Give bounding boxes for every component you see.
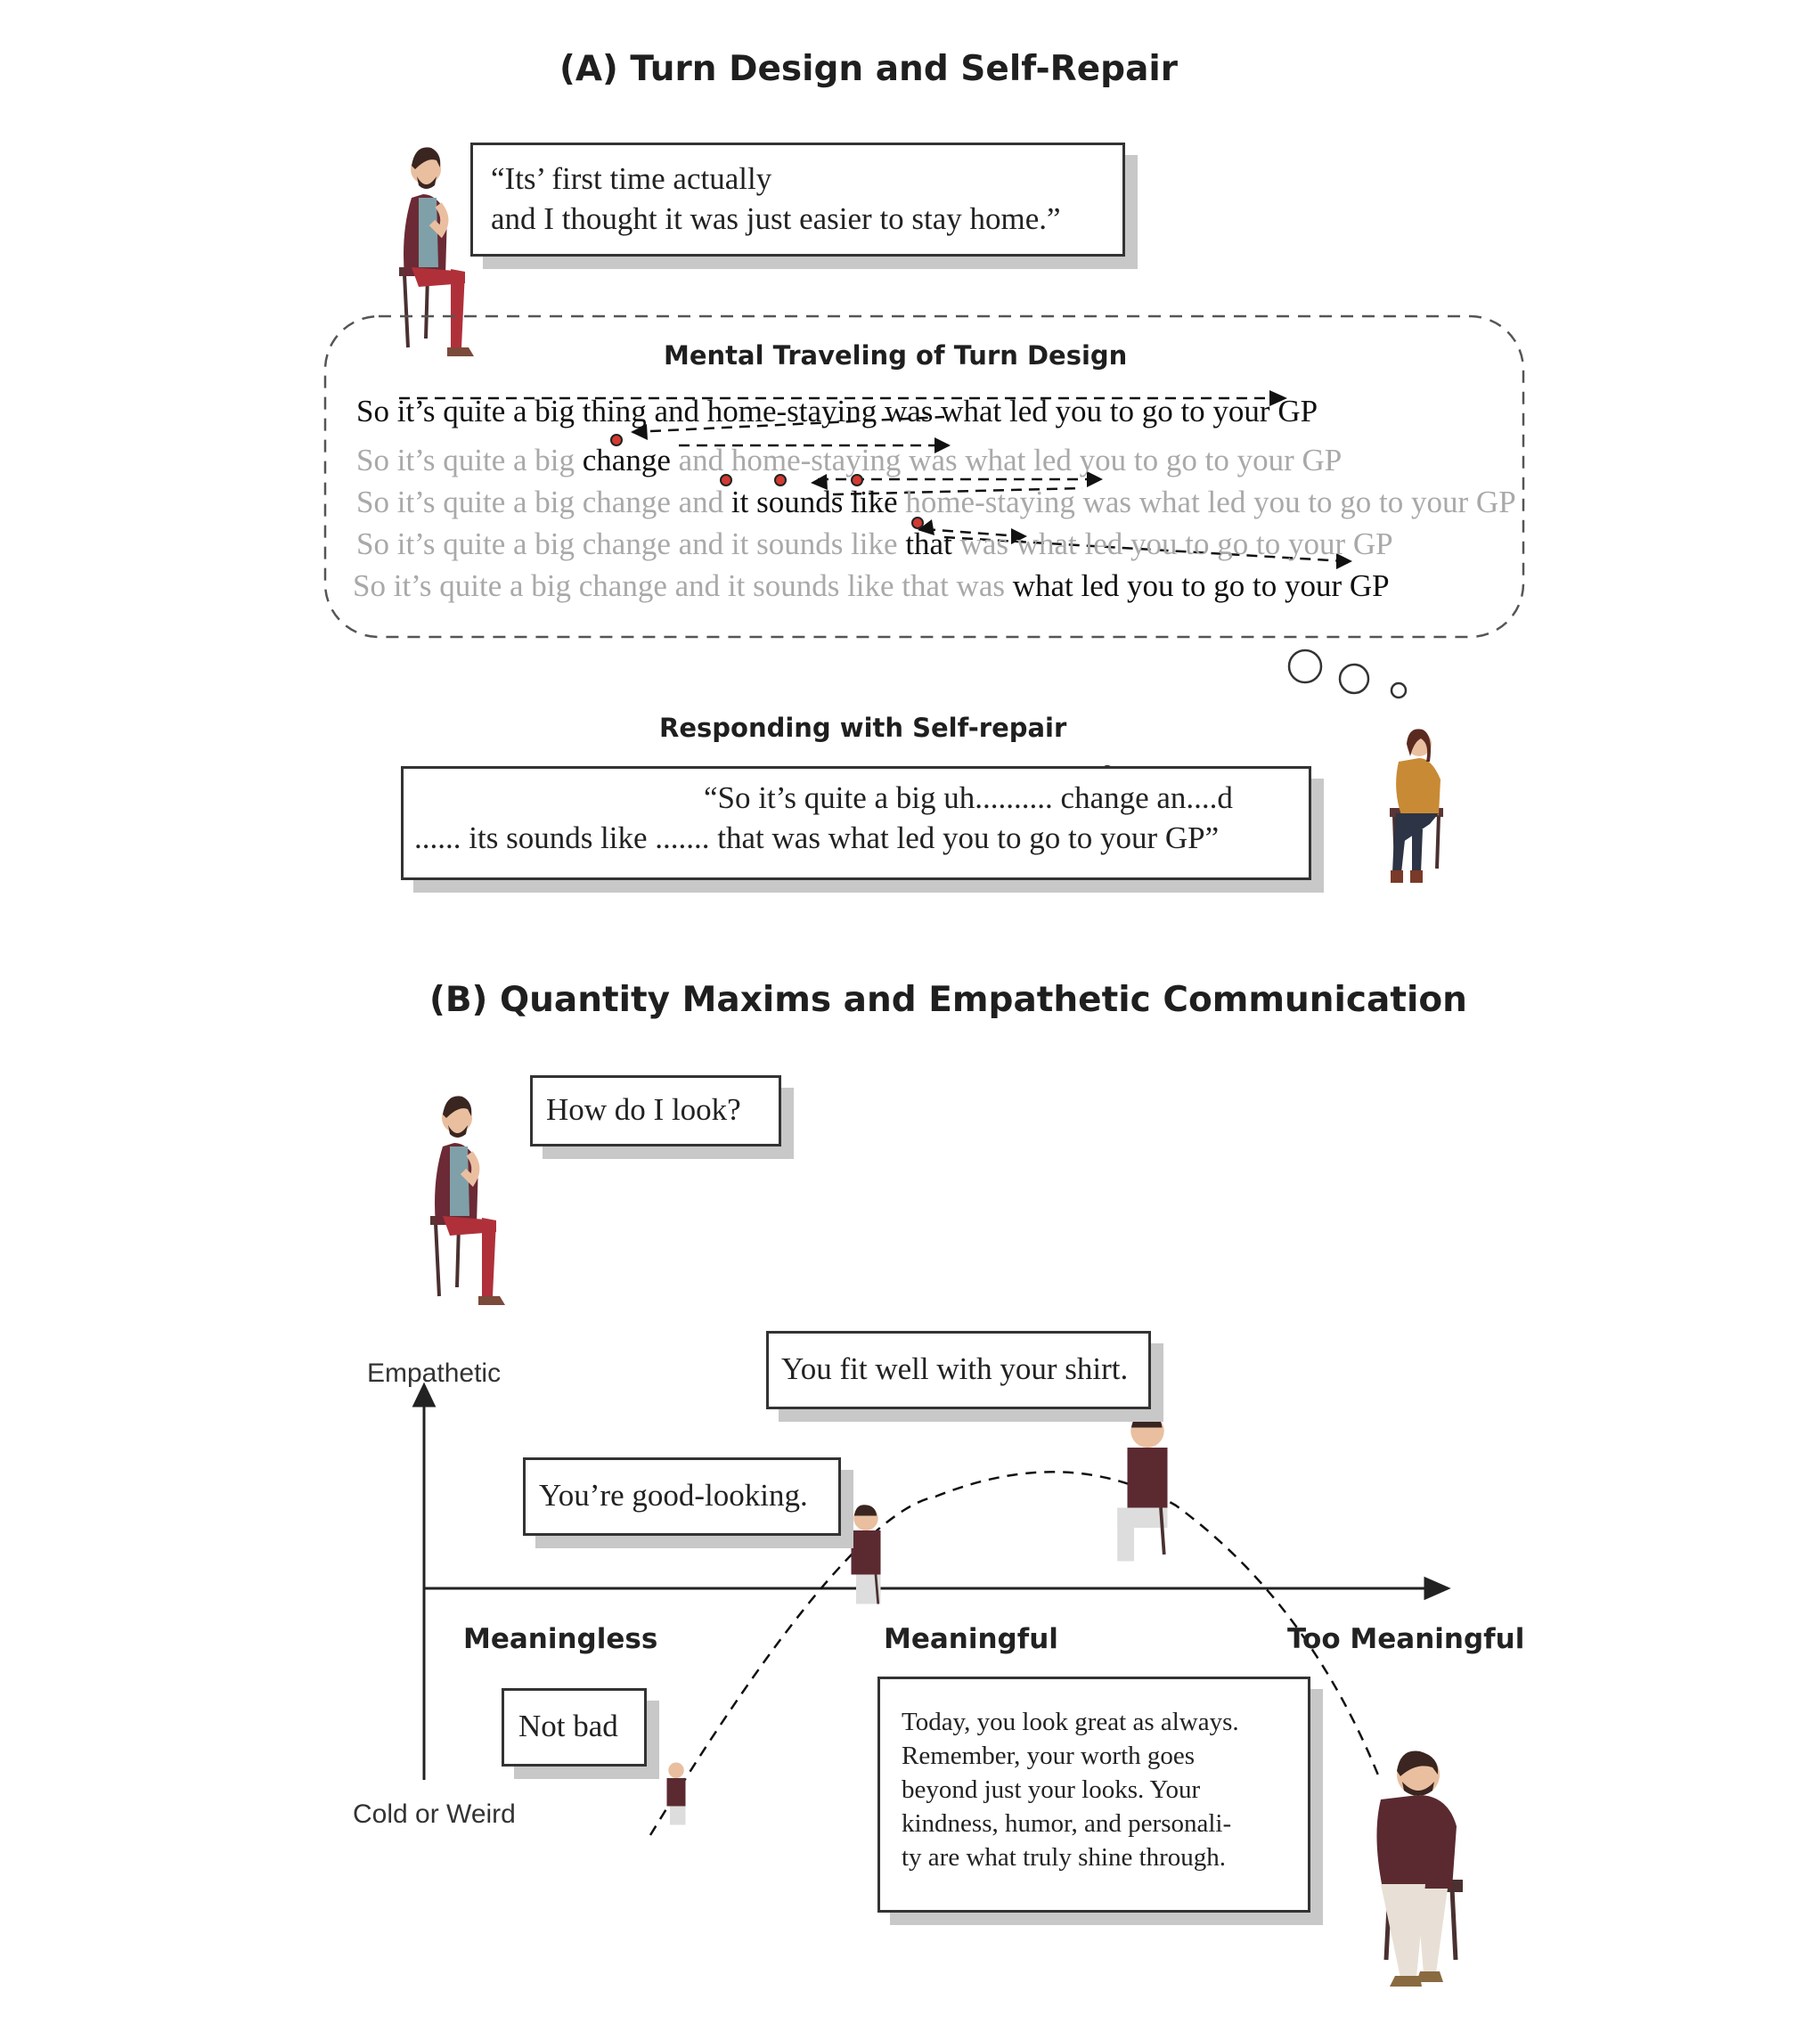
patient-quote-line-2: and I thought it was just easier to stay… [491, 201, 1061, 236]
mental-line-5-pre: So it’s quite a big change and it sounds… [353, 568, 1013, 603]
mental-line-3-pre: So it’s quite a big change and [356, 485, 731, 519]
empathy-curve [649, 1471, 1383, 1836]
y-axis-top-label: Empathetic [367, 1359, 502, 1388]
y-axis-arrow [412, 1382, 437, 1408]
mental-line-3-post: home-staying was what led you to go to y… [897, 485, 1516, 519]
mental-arrows [399, 396, 1346, 563]
thought-bubble-large [1287, 649, 1323, 684]
mental-line-1: So it’s quite a big thing and home-stayi… [356, 394, 1318, 429]
response-too-meaningful: Today, you look great as always. Remembe… [877, 1677, 1310, 1913]
section-b-title: (B) Quantity Maxims and Empathetic Commu… [429, 980, 1467, 1020]
mental-line-3-active: it sounds like [730, 485, 898, 519]
response-not-bad: Not bad [502, 1688, 647, 1767]
response-fit-shirt: You fit well with your shirt. [766, 1331, 1151, 1409]
thought-bubble-medium [1338, 663, 1370, 695]
patient-figure-a [399, 147, 474, 356]
mental-line-2: So it’s quite a big change and home-stay… [356, 443, 1342, 478]
response-not-bad-text: Not bad [518, 1709, 618, 1743]
response-good-looking-text: You’re good-looking. [539, 1478, 808, 1513]
question-box: How do I look? [530, 1075, 781, 1146]
figure-fitshirt [1117, 1412, 1168, 1562]
response-box: “So it’s quite a big uh.......... change… [401, 766, 1311, 880]
mental-line-1-active: So it’s quite a big thing and home-stayi… [356, 394, 1318, 428]
thought-bubble-small [1390, 681, 1408, 699]
doctor-figure-a [1390, 729, 1443, 883]
response-line-2: ...... its sounds like ....... that was … [414, 820, 1220, 855]
response-good-looking: You’re good-looking. [523, 1457, 841, 1536]
mental-line-5-active: what led you to go to your GP [1012, 568, 1390, 603]
mental-line-4-post: was what led you to go to your GP [951, 526, 1393, 561]
mental-line-5: So it’s quite a big change and it sounds… [353, 568, 1390, 604]
figure-toomeaningful [1376, 1750, 1463, 1987]
question-text: How do I look? [546, 1092, 741, 1127]
too-meaningful-line-4: kindness, humor, and personali- [902, 1809, 1232, 1838]
mental-line-2-post: and home-staying was what led you to go … [670, 443, 1343, 477]
too-meaningful-line-1: Today, you look great as always. [902, 1708, 1239, 1736]
response-title: Responding with Self-repair [659, 713, 1067, 743]
response-line-1: “So it’s quite a big uh.......... change… [704, 780, 1233, 815]
x-category-meaningful: Meaningful [884, 1623, 1058, 1655]
patient-quote-line-1: “Its’ first time actually [491, 161, 772, 196]
patient-quote-box: “Its’ first time actually and I thought … [470, 143, 1125, 257]
mental-line-4: So it’s quite a big change and it sounds… [356, 526, 1393, 562]
mental-line-2-active: change [582, 443, 671, 477]
mental-line-4-pre: So it’s quite a big change and it sounds… [356, 526, 906, 561]
mental-line-3: So it’s quite a big change and it sounds… [356, 485, 1516, 520]
thought-cloud [323, 314, 1525, 639]
figure-goodlooking [851, 1505, 881, 1604]
section-a-title: (A) Turn Design and Self-Repair [559, 49, 1179, 89]
response-fit-shirt-text: You fit well with your shirt. [781, 1351, 1129, 1386]
mental-line-4-active: that [905, 526, 952, 561]
mental-traveling-title: Mental Traveling of Turn Design [664, 340, 1128, 371]
y-axis-bottom-label: Cold or Weird [353, 1799, 516, 1829]
figure-notbad [666, 1762, 686, 1825]
x-axis-arrow [1424, 1576, 1451, 1601]
x-category-too-meaningful: Too Meaningful [1287, 1623, 1525, 1655]
too-meaningful-line-2: Remember, your worth goes [902, 1742, 1196, 1770]
too-meaningful-line-5: ty are what truly shine through. [902, 1843, 1227, 1872]
arrow-heads [631, 390, 1352, 569]
x-category-meaningless: Meaningless [463, 1623, 658, 1655]
chart-axes [412, 1382, 1451, 1780]
repair-dots-mental [610, 434, 924, 529]
mental-line-2-pre: So it’s quite a big [356, 443, 583, 477]
too-meaningful-line-3: beyond just your looks. Your [902, 1775, 1201, 1804]
patient-figure-b [430, 1096, 505, 1305]
